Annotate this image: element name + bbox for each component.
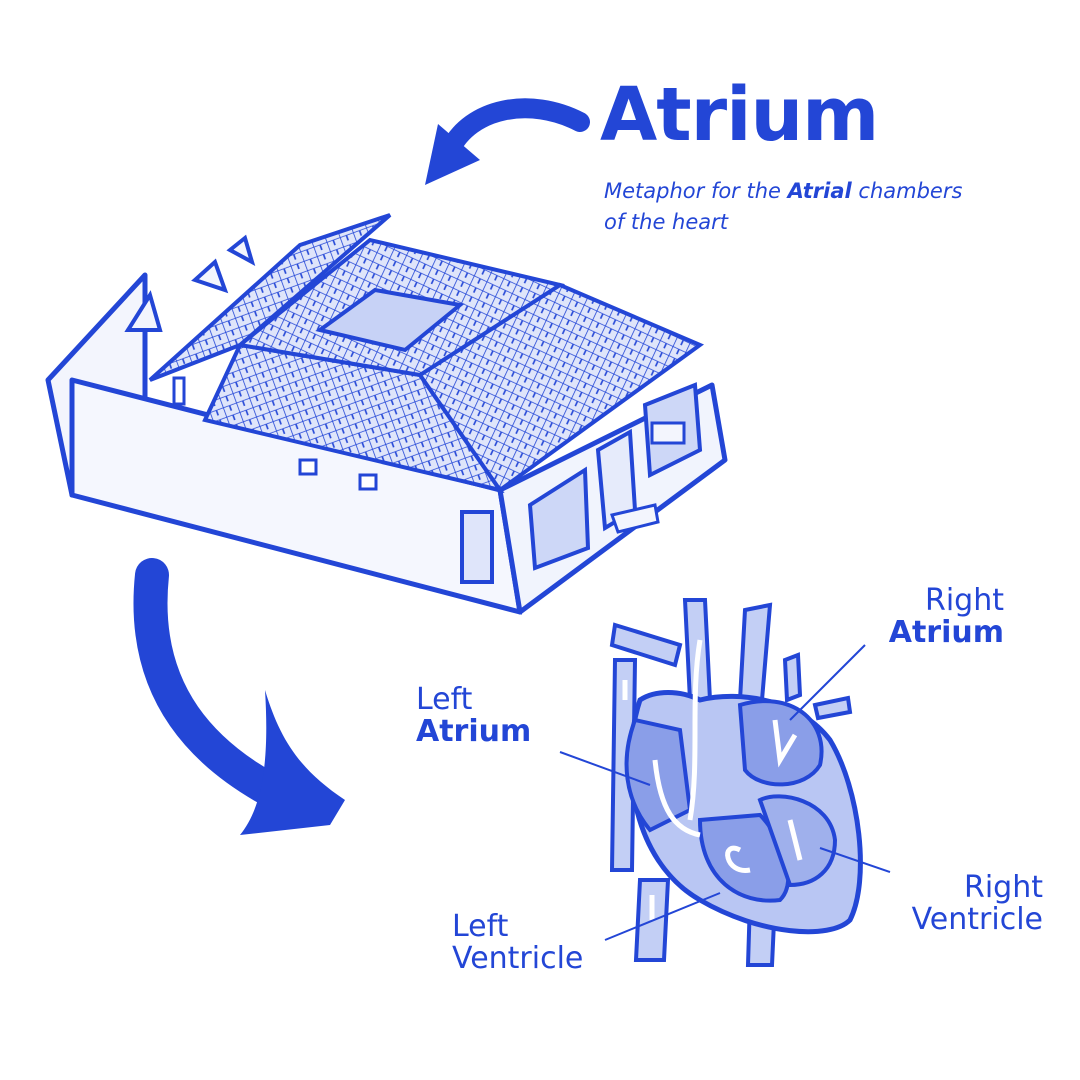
subtitle-before: Metaphor for the: [604, 179, 788, 203]
label-right-atrium-line2: Atrium: [888, 615, 1004, 650]
page-title: Atrium: [600, 72, 879, 158]
curved-arrow-left-icon: [425, 98, 590, 185]
label-right-ventricle-line1: Right: [964, 870, 1043, 905]
leader-lines: [559, 644, 891, 941]
label-left-atrium-line1: Left: [416, 682, 473, 717]
label-left-ventricle: Left Ventricle: [452, 911, 583, 975]
leader-left-atrium: [559, 751, 651, 786]
leader-left-ventricle: [604, 892, 721, 941]
label-left-atrium: Left Atrium: [416, 684, 531, 748]
heart-illustration: [609, 598, 863, 967]
subtitle-after: chambers of the heart: [604, 179, 963, 234]
subtitle-emphasis: Atrial: [787, 179, 852, 203]
label-right-atrium: Right Atrium: [889, 585, 1004, 649]
leader-right-ventricle: [819, 847, 891, 873]
label-left-ventricle-line1: Left: [452, 909, 509, 944]
leader-right-atrium: [789, 644, 866, 721]
label-left-ventricle-line2: Ventricle: [452, 941, 584, 976]
label-right-ventricle-line2: Ventricle: [911, 902, 1043, 937]
label-left-atrium-line2: Atrium: [416, 714, 532, 749]
subtitle: Metaphor for the Atrial chambers of the …: [604, 176, 964, 238]
roman-house-illustration: [45, 213, 728, 615]
label-right-atrium-line1: Right: [925, 583, 1004, 618]
label-right-ventricle: Right Ventricle: [912, 872, 1043, 936]
curved-arrow-down-right-icon: [133, 558, 345, 835]
